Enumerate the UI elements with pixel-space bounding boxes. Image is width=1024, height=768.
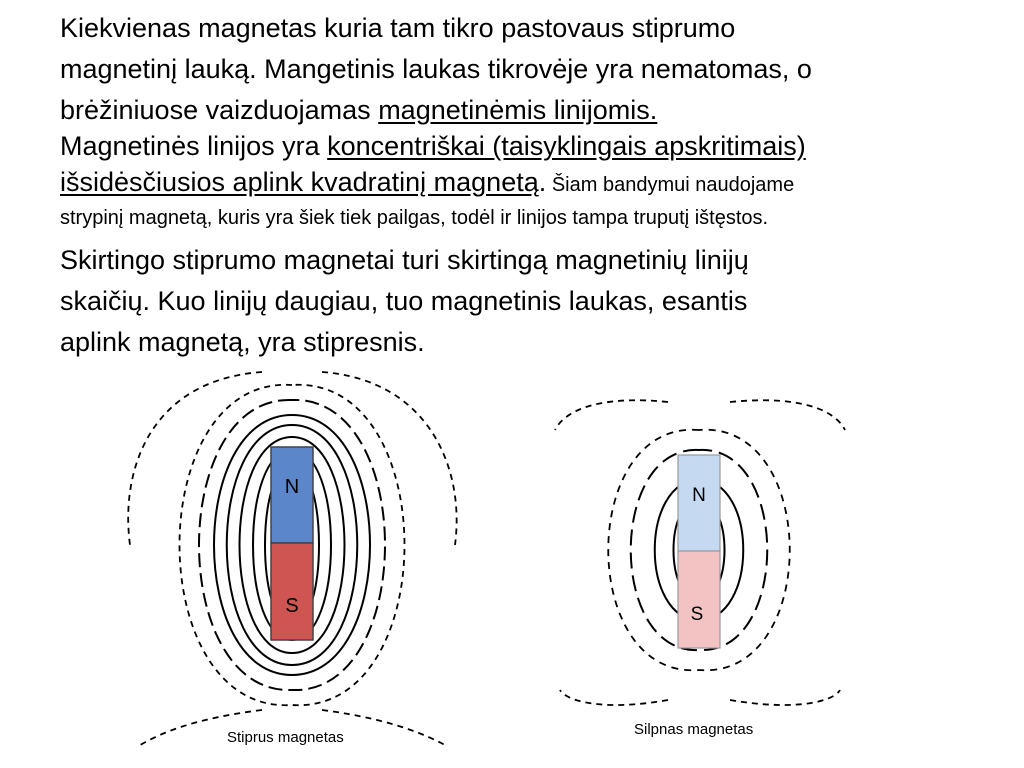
paragraph-lines-period: . [538,167,547,197]
paragraph-strength-line1: Skirtingo stiprumo magnetai turi skirtin… [60,245,749,275]
strong-north-label: N [285,476,299,498]
strong-field-lines [127,371,458,746]
paragraph-lines-small-suffix: Šiam bandymui naudojame [546,174,795,196]
strong-magnet-caption: Stiprus magnetas [227,729,344,746]
strong-south-label: S [285,595,298,617]
weak-magnet-caption: Silpnas magnetas [634,721,754,738]
paragraph-intro: Kiekvienas magnetas kuria tam tikro past… [60,8,960,131]
strong-magnet-diagram: N S [127,371,458,746]
paragraph-strength-line2: skaičių. Kuo linijų daugiau, tuo magneti… [60,286,748,316]
arrangement-term: išsidėsčiusios aplink kvadratinį magnetą [60,167,539,197]
paragraph-intro-line3: brėžiniuose vaizduojamas magnetinėmis li… [60,90,960,131]
paragraph-lines-line2: išsidėsčiusios aplink kvadratinį magnetą… [60,164,960,203]
paragraph-strength-line3: aplink magnetą, yra stipresnis. [60,327,425,357]
paragraph-lines-line1: Magnetinės linijos yra koncentriškai (ta… [60,128,960,164]
paragraph-lines-prefix: Magnetinės linijos yra [60,131,328,161]
weak-magnet-diagram: N S [554,399,846,706]
strong-south-pole [270,542,314,641]
paragraph-strength: Skirtingo stiprumo magnetai turi skirtin… [60,240,960,363]
weak-north-pole [677,454,721,552]
paragraph-intro-line3-prefix: brėžiniuose vaizduojamas [60,95,379,125]
paragraph-intro-line1: Kiekvienas magnetas kuria tam tikro past… [60,13,736,43]
weak-south-label: S [691,604,704,625]
weak-south-pole [677,550,721,649]
paragraph-lines-small-line: strypinį magnetą, kuris yra šiek tiek pa… [60,207,769,229]
magnetic-lines-term: magnetinėmis linijomis. [378,95,658,125]
concentric-term: koncentriškai (taisyklingais apskritimai… [327,131,806,161]
paragraph-intro-line2: magnetinį lauką. Mangetinis laukas tikro… [60,54,812,84]
paragraph-lines: Magnetinės linijos yra koncentriškai (ta… [60,128,960,235]
weak-north-label: N [692,485,706,506]
weak-field-lines [554,399,846,706]
strong-north-pole [270,446,314,544]
